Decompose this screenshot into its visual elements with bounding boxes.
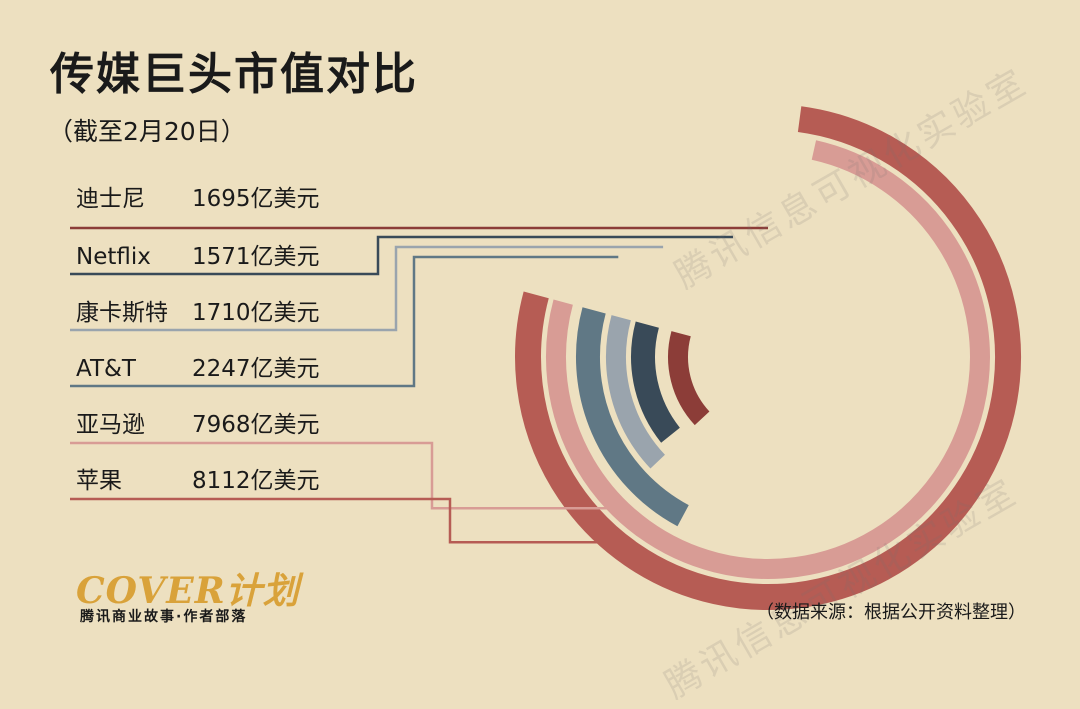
value-comcast: 1710亿美元 xyxy=(192,300,320,326)
arc-comcast xyxy=(606,315,666,469)
value-apple: 8112亿美元 xyxy=(192,468,320,494)
label-apple: 苹果 xyxy=(76,468,122,494)
label-comcast: 康卡斯特 xyxy=(76,300,168,326)
arc-group xyxy=(515,106,1022,610)
arc-netflix xyxy=(631,321,681,443)
arc-disney xyxy=(668,331,710,426)
leader-comcast xyxy=(70,245,664,332)
arc-amazon xyxy=(546,140,990,579)
label-amazon: 亚马逊 xyxy=(76,412,145,438)
leader-line-group xyxy=(70,226,768,544)
label-netflix: Netflix xyxy=(76,244,151,270)
value-att: 2247亿美元 xyxy=(192,356,320,382)
value-disney: 1695亿美元 xyxy=(192,186,320,212)
chart-subtitle: （截至2月20日） xyxy=(48,117,246,146)
leader-att xyxy=(70,255,619,388)
value-amazon: 7968亿美元 xyxy=(192,412,320,438)
arc-apple xyxy=(515,106,1022,610)
label-disney: 迪士尼 xyxy=(76,186,145,212)
label-att: AT&T xyxy=(76,356,136,382)
chart-title: 传媒巨头市值对比 xyxy=(50,49,418,100)
arc-att xyxy=(576,307,689,527)
cover-logo: COVER计划 xyxy=(76,570,300,612)
logo-subtitle: 腾讯商业故事·作者部落 xyxy=(80,609,248,625)
value-netflix: 1571亿美元 xyxy=(192,244,320,270)
leader-apple xyxy=(70,497,616,544)
leader-amazon xyxy=(70,441,620,510)
radial-bar-chart xyxy=(70,106,1022,610)
source-note: （数据来源：根据公开资料整理） xyxy=(756,602,1026,623)
leader-netflix xyxy=(70,235,733,276)
